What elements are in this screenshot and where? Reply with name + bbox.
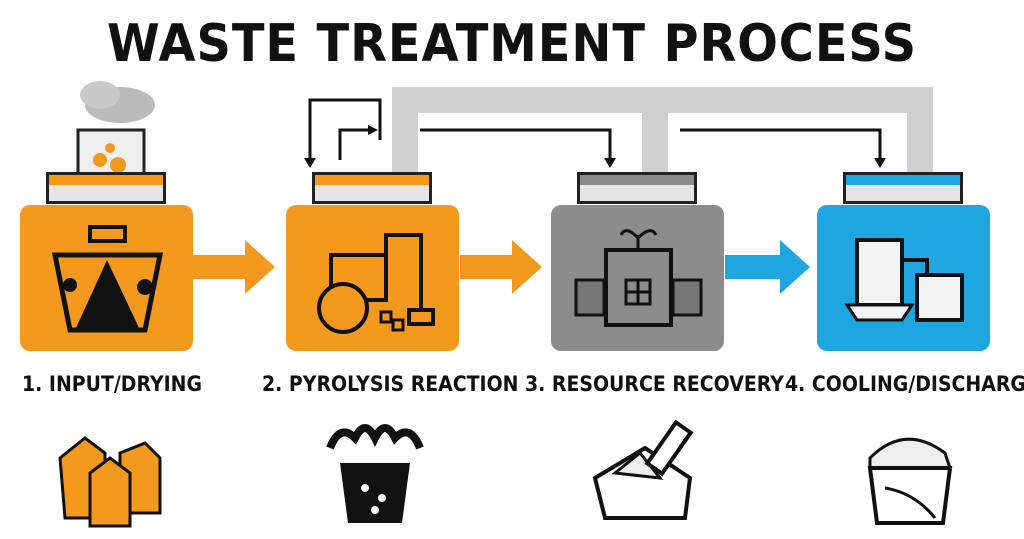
feed-jar-icon: [76, 81, 155, 180]
discharge-sack-icon: [867, 437, 953, 525]
page-title: WASTE TREATMENT PROCESS: [106, 14, 918, 74]
step-label-4: 4. COOLING/DISCHARGE: [785, 372, 1024, 396]
cooling-silo-icon: [844, 238, 964, 322]
waste-bags-icon: [58, 436, 162, 528]
step-label-3: 3. RESOURCE RECOVERY: [525, 372, 784, 396]
step-arrow-3: [725, 240, 810, 294]
step-box-pyrolysis: [286, 205, 459, 351]
step-box-input-drying: [20, 205, 193, 351]
smoking-vessel-icon: [326, 424, 424, 523]
feedback-arrows: [308, 98, 882, 160]
step-label-1: 1. INPUT/DRYING: [22, 372, 203, 396]
drying-hopper-icon: [51, 225, 164, 333]
recovered-materials-icon: [592, 419, 694, 520]
step-arrow-1: [193, 240, 275, 294]
pyrolysis-reactor-icon: [317, 233, 435, 334]
return-pipes: [392, 87, 933, 172]
lid-4: [843, 172, 963, 204]
lid-1: [46, 172, 166, 204]
step-label-2: 2. PYROLYSIS REACTION: [262, 372, 519, 396]
lid-2: [312, 172, 432, 204]
step-box-cooling-discharge: [817, 205, 990, 351]
lid-3: [577, 172, 697, 204]
step-box-resource-recovery: [551, 205, 724, 351]
step-arrow-2: [460, 240, 542, 294]
recovery-container-icon: [574, 229, 703, 327]
arrowheads: [304, 125, 886, 168]
